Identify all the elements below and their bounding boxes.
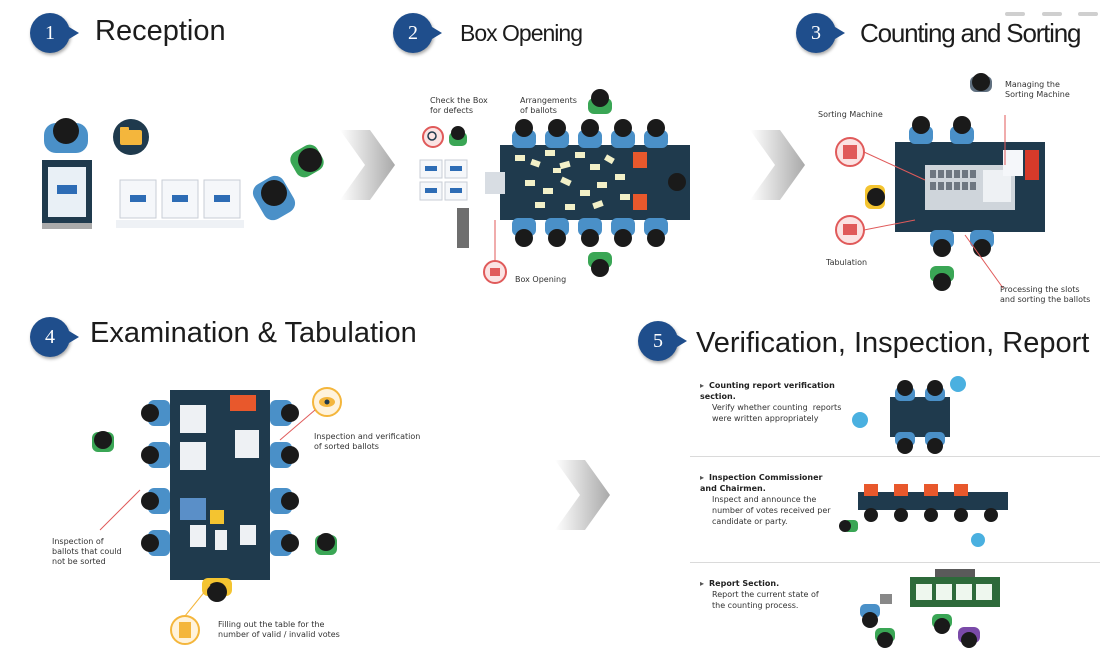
magnifier-icon (422, 126, 444, 148)
ballot-box-cart (42, 160, 92, 229)
section-heading: Report Section. (700, 578, 819, 589)
filling-label: Filling out the table for the number of … (218, 620, 340, 639)
sorting-machine-label: Sorting Machine (818, 110, 883, 119)
folder-icon (113, 119, 149, 155)
step-2-badge: 2 (393, 13, 442, 53)
worker-icon (865, 73, 994, 291)
ballot-box-icon (419, 159, 468, 201)
check-box-label: Check the Box for defects (430, 96, 488, 115)
counting-scene (835, 73, 1045, 291)
section-heading: Counting report verification section. (700, 380, 841, 402)
board-icon (910, 569, 1000, 607)
section-body: Verify whether counting reports were wri… (712, 403, 842, 423)
flow-arrow-1 (340, 130, 395, 200)
box-opening-scene (419, 89, 690, 284)
section-heading: Inspection Commissioner and Chairmen. (700, 472, 831, 494)
step-3-badge: 3 (796, 13, 845, 53)
arrangement-label: Arrangements of ballots (520, 96, 577, 115)
step-4-title: Examination & Tabulation (90, 317, 417, 349)
inspection-verification-label: Inspection and verification of sorted ba… (314, 432, 421, 451)
sorting-machine-icon (925, 165, 1015, 210)
processing-label: Processing the slots and sorting the bal… (1000, 285, 1091, 304)
tabulation-callout (835, 215, 865, 245)
managing-label: Managing the Sorting Machine (1005, 80, 1070, 99)
worker-icon (860, 594, 980, 648)
sorting-machine-callout (835, 137, 865, 167)
step-5-title: Verification, Inspection, Report (696, 327, 1090, 359)
ballot-pile (515, 150, 630, 210)
flow-arrow-2 (750, 130, 805, 200)
section-divider (690, 456, 1100, 457)
step-5-badge: 5 (638, 321, 687, 361)
window-control-dash (1042, 12, 1062, 16)
step-1-badge: 1 (30, 13, 79, 53)
worker-icon (92, 400, 337, 602)
worker-icon (252, 144, 324, 221)
tabulation-label: Tabulation (826, 258, 868, 267)
verification-scene (839, 376, 1008, 648)
verification-section-3: Report Section. Report the current state… (700, 578, 819, 611)
worker-icon (895, 380, 945, 454)
worker-icon (44, 118, 88, 153)
document-icon (170, 615, 200, 645)
box-opening-icon (483, 260, 507, 284)
step-2-title: Box Opening (460, 20, 583, 46)
inspection-unsorted-label: Inspection of ballots that could not be … (52, 537, 122, 566)
step-4-badge: 4 (30, 317, 79, 357)
step-3-title: Counting and Sorting (860, 18, 1081, 48)
step-1-title: Reception (95, 15, 226, 47)
section-divider (690, 562, 1100, 563)
section-body: Report the current state of the counting… (712, 590, 819, 610)
ballot-box-icon (116, 179, 244, 228)
verification-section-1: Counting report verification section. Ve… (700, 380, 841, 424)
window-control-dash (1078, 12, 1098, 16)
flow-arrow-3 (555, 460, 610, 530)
verification-section-2: Inspection Commissioner and Chairmen. In… (700, 472, 831, 527)
box-opening-label: Box Opening (515, 275, 567, 284)
window-control-dash (1005, 12, 1025, 16)
section-body: Inspect and announce the number of votes… (712, 495, 831, 526)
reception-scene (42, 118, 324, 229)
examination-scene (92, 387, 342, 645)
worker-icon (449, 89, 612, 277)
eye-icon (312, 387, 342, 417)
